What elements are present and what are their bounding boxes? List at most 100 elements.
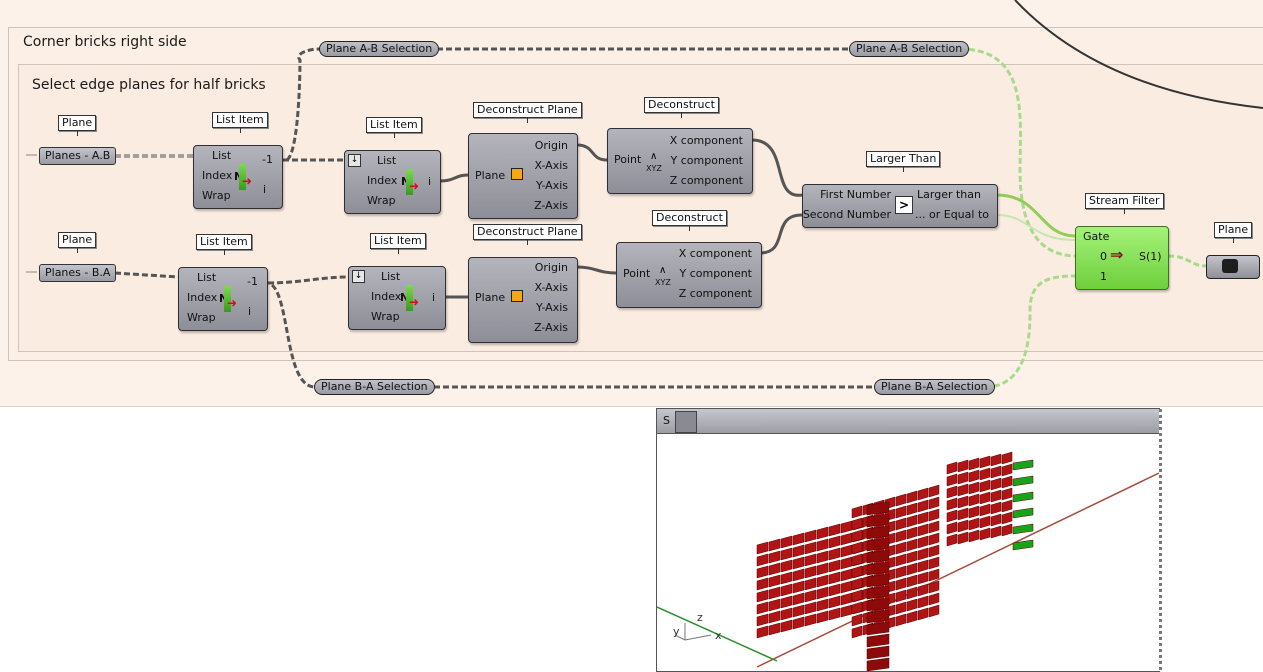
port-plane[interactable]: Plane xyxy=(475,169,506,182)
port-second-number[interactable]: Second Number xyxy=(802,208,891,221)
plane-icon xyxy=(511,290,523,302)
wire-ab-relay-out xyxy=(959,47,1076,258)
param-planes-ab[interactable]: Planes - A.B xyxy=(39,147,117,165)
port-origin[interactable]: Origin xyxy=(534,261,568,274)
port-y-component[interactable]: Y component xyxy=(679,267,752,280)
brick xyxy=(968,517,980,531)
brick xyxy=(928,496,940,510)
brick xyxy=(917,607,929,621)
brick xyxy=(804,577,817,591)
port-z-axis[interactable]: Z-Axis xyxy=(534,321,568,334)
brick xyxy=(1001,523,1013,537)
port-x-component[interactable]: X component xyxy=(669,134,743,147)
port-index[interactable]: Index xyxy=(371,290,402,303)
wire-dp2-dec2 xyxy=(576,265,617,275)
deconstruct-component-1[interactable]: Point XYZ ∧ X component Y component Z co… xyxy=(607,128,753,194)
port-wrap[interactable]: Wrap xyxy=(367,194,396,207)
brick xyxy=(979,515,991,529)
port-wrap[interactable]: Wrap xyxy=(371,310,400,323)
brick xyxy=(1001,451,1013,465)
list-item-component-1[interactable]: List Index Wrap N ➜ -1 i xyxy=(193,145,283,209)
brick xyxy=(957,495,969,509)
viewer-shade-icon[interactable] xyxy=(675,411,697,433)
port-s1[interactable]: S(1) xyxy=(1139,250,1162,263)
list-item-component-2[interactable]: List Index Wrap N ➜ -1 i xyxy=(178,267,268,331)
port-list[interactable]: List xyxy=(197,271,217,284)
brick xyxy=(906,598,918,612)
brick xyxy=(851,625,863,639)
port-plane[interactable]: Plane xyxy=(475,291,506,304)
brick xyxy=(895,613,907,627)
brick xyxy=(957,471,969,485)
brick xyxy=(866,573,890,588)
port-y-component[interactable]: Y component xyxy=(670,154,743,167)
port-x-axis[interactable]: X-Axis xyxy=(534,281,568,294)
brick xyxy=(906,550,918,564)
brick xyxy=(906,502,918,516)
param-planes-ba[interactable]: Planes - B.A xyxy=(39,264,117,282)
port-z-component[interactable]: Z component xyxy=(678,287,752,300)
port-point[interactable]: Point xyxy=(614,153,642,166)
port-gate[interactable]: Gate xyxy=(1083,230,1110,243)
viewer-viewport[interactable]: x y z xyxy=(657,435,1159,671)
plane-param-component[interactable] xyxy=(1206,255,1260,279)
port-list[interactable]: List xyxy=(381,270,401,283)
brick xyxy=(804,601,817,615)
brick xyxy=(957,519,969,533)
list-item-component-3[interactable]: ↓ List Index Wrap N ➜ i xyxy=(344,150,441,214)
port-index[interactable]: Index xyxy=(367,174,398,187)
port-or-equal[interactable]: ... or Equal to xyxy=(915,208,989,221)
relay-ba-right[interactable]: Plane B-A Selection xyxy=(874,379,995,395)
port-wrap[interactable]: Wrap xyxy=(202,189,231,202)
port-item[interactable]: i xyxy=(428,175,432,188)
relay-ba-left[interactable]: Plane B-A Selection xyxy=(314,379,435,395)
stream-filter-component[interactable]: Gate 0 1 ⇒ S(1) xyxy=(1075,226,1169,290)
port-x-component[interactable]: X component xyxy=(678,247,752,260)
port-origin[interactable]: Origin xyxy=(534,139,568,152)
brick xyxy=(928,604,940,618)
brick xyxy=(780,619,793,633)
port-first-number[interactable]: First Number xyxy=(820,188,891,201)
port-list[interactable]: List xyxy=(377,154,397,167)
port-1[interactable]: 1 xyxy=(1100,270,1107,283)
brick xyxy=(917,571,929,585)
deconstruct-component-2[interactable]: Point XYZ ∧ X component Y component Z co… xyxy=(616,242,762,308)
list-item-component-4[interactable]: ↓ List Index Wrap N ➜ i xyxy=(348,266,446,330)
preview-viewer[interactable]: S x y z xyxy=(656,408,1162,672)
port-z-component[interactable]: Z component xyxy=(669,174,743,187)
relay-ab-left[interactable]: Plane A-B Selection xyxy=(319,41,440,57)
port-z-axis[interactable]: Z-Axis xyxy=(534,199,568,212)
port-y-axis[interactable]: Y-Axis xyxy=(536,301,568,314)
port-item[interactable]: i xyxy=(263,183,267,196)
brick xyxy=(968,469,980,483)
port-0[interactable]: 0 xyxy=(1100,250,1107,263)
relay-ab-right[interactable]: Plane A-B Selection xyxy=(849,41,970,57)
port-neg[interactable]: -1 xyxy=(247,275,258,288)
brick xyxy=(768,586,781,600)
brick xyxy=(756,553,769,567)
port-x-axis[interactable]: X-Axis xyxy=(534,159,568,172)
wire-planes-ba xyxy=(114,271,179,279)
port-larger-than[interactable]: Larger than xyxy=(917,188,981,201)
brick xyxy=(792,592,805,606)
brick xyxy=(968,493,980,507)
port-list[interactable]: List xyxy=(212,149,232,162)
larger-than-component[interactable]: First Number Second Number > Larger than… xyxy=(802,184,998,228)
brick xyxy=(895,517,907,531)
deconstruct-plane-component-1[interactable]: Plane Origin X-Axis Y-Axis Z-Axis xyxy=(468,133,578,219)
port-neg[interactable]: -1 xyxy=(262,153,273,166)
port-point[interactable]: Point xyxy=(623,267,651,280)
brick xyxy=(917,511,929,525)
viewer-resize-edge[interactable] xyxy=(1159,409,1162,671)
port-item[interactable]: i xyxy=(248,305,252,318)
deconstruct-plane-component-2[interactable]: Plane Origin X-Axis Y-Axis Z-Axis xyxy=(468,257,578,343)
port-index[interactable]: Index xyxy=(202,169,233,182)
port-index[interactable]: Index xyxy=(187,291,218,304)
port-wrap[interactable]: Wrap xyxy=(187,311,216,324)
brick xyxy=(804,613,817,627)
port-item[interactable]: i xyxy=(432,291,436,304)
brick xyxy=(917,595,929,609)
brick xyxy=(866,633,890,648)
brick xyxy=(851,613,863,627)
port-y-axis[interactable]: Y-Axis xyxy=(536,179,568,192)
